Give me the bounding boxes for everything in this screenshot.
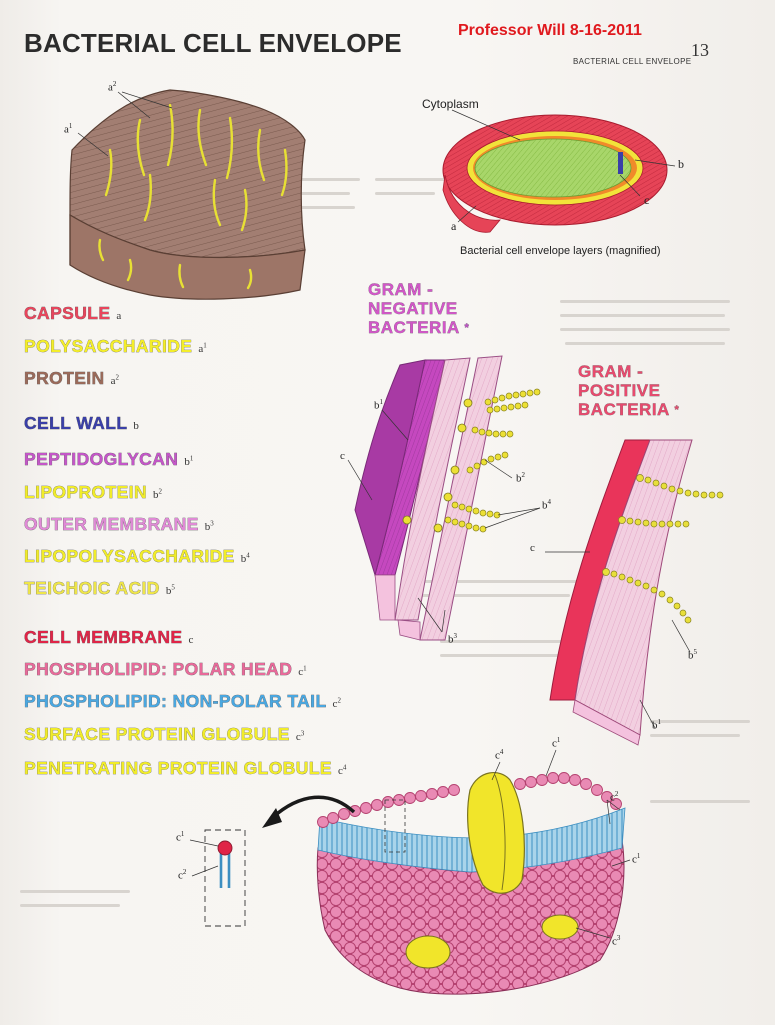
key-letter: b5 <box>165 583 175 597</box>
gram-negative-layers-figure <box>347 355 541 641</box>
key-cell-membrane: CELL MEMBRANE c <box>24 627 194 648</box>
lps-chain-2 <box>471 426 514 438</box>
mem-label-c1b: c1 <box>632 852 641 866</box>
running-head: BACTERIAL CELL ENVELOPE <box>573 57 692 66</box>
page-title: BACTERIAL CELL ENVELOPE <box>24 28 402 58</box>
key-polar-head: PHOSPHOLIPID: POLAR HEAD c1 <box>24 659 307 680</box>
lps-chain-4 <box>444 501 501 533</box>
key-title: CELL WALL <box>24 413 128 434</box>
key-lipopolysaccharide: LIPOPOLYSACCHARIDE b4 <box>24 546 250 567</box>
key-letter: a1 <box>198 341 207 355</box>
gn-label-b1: b1 <box>374 398 383 412</box>
key-cell-wall: CELL WALL b <box>24 413 139 434</box>
teichoic-chain-1 <box>636 474 724 499</box>
key-peptidoglycan: PEPTIDOGLYCAN b1 <box>24 449 194 470</box>
key-letter: c <box>188 634 194 646</box>
key-penetrating-protein: PENETRATING PROTEIN GLOBULE c4 <box>24 758 347 779</box>
label-a1: a1 <box>64 122 73 136</box>
key-letter: c2 <box>332 696 341 710</box>
key-teichoic-acid: TEICHOIC ACID b5 <box>24 578 175 599</box>
gn-label-c: c <box>340 450 345 462</box>
page-number: 13 <box>691 40 709 60</box>
key-title: TEICHOIC ACID <box>24 578 160 599</box>
mem-label-c2: c2 <box>610 790 619 804</box>
inset-label-c1: c1 <box>176 830 185 844</box>
gram-positive-layers-figure <box>545 439 724 746</box>
key-title: LIPOPOLYSACCHARIDE <box>24 546 235 567</box>
key-title: PENETRATING PROTEIN GLOBULE <box>24 758 332 779</box>
key-title: LIPOPROTEIN <box>24 482 148 503</box>
key-letter: a <box>116 310 122 322</box>
gn-label-b4: b4 <box>542 498 551 512</box>
key-title: PROTEIN <box>24 368 105 389</box>
bacterial-cell-figure <box>442 109 676 233</box>
teichoic-chain-2 <box>618 516 690 528</box>
key-title: OUTER MEMBRANE <box>24 514 199 535</box>
key-letter: a2 <box>110 373 119 387</box>
key-outer-membrane: OUTER MEMBRANE b3 <box>24 514 214 535</box>
gn-label-b2: b2 <box>516 471 525 485</box>
gn-label-b3: b3 <box>448 632 457 646</box>
key-surface-protein: SURFACE PROTEIN GLOBULE c3 <box>24 724 305 745</box>
key-title: PEPTIDOGLYCAN <box>24 449 179 470</box>
mem-label-c3: c3 <box>612 934 621 948</box>
gp-label-c: c <box>530 542 535 554</box>
key-title: PHOSPHOLIPID: NON-POLAR TAIL <box>24 691 327 712</box>
key-letter: c3 <box>295 729 305 743</box>
lps-chain-1 <box>484 388 541 414</box>
key-polysaccharide: POLYSACCHARIDE a1 <box>24 336 207 357</box>
key-letter: c4 <box>337 763 347 777</box>
cell-label-a: a <box>451 219 457 233</box>
gp-label-b5: b5 <box>688 648 697 662</box>
key-title: CELL MEMBRANE <box>24 627 183 648</box>
cell-membrane-figure <box>262 749 631 995</box>
key-title: CAPSULE <box>24 303 111 324</box>
key-title: POLYSACCHARIDE <box>24 336 193 357</box>
key-nonpolar-tail: PHOSPHOLIPID: NON-POLAR TAIL c2 <box>24 691 341 712</box>
key-letter: b2 <box>153 487 163 501</box>
key-letter: b <box>133 420 139 432</box>
gram-negative-heading: GRAM - NEGATIVE BACTERIA * <box>368 280 470 337</box>
teichoic-chain-3 <box>602 568 692 624</box>
gp-label-b1: b1 <box>652 718 661 732</box>
key-letter: b4 <box>240 551 250 565</box>
lps-chain-3 <box>466 451 509 474</box>
mem-label-c1: c1 <box>552 736 561 750</box>
key-letter: b3 <box>204 519 214 533</box>
key-capsule: CAPSULE a <box>24 303 122 324</box>
phospholipid-inset <box>189 829 246 927</box>
key-letter: b1 <box>184 454 194 468</box>
author-stamp: Professor Will 8-16-2011 <box>458 22 642 39</box>
key-lipoprotein: LIPOPROTEIN b2 <box>24 482 162 503</box>
inset-label-c2: c2 <box>178 868 187 882</box>
label-a2: a2 <box>108 80 117 94</box>
capsule-block-figure <box>69 89 306 300</box>
key-title: PHOSPHOLIPID: POLAR HEAD <box>24 659 293 680</box>
cell-label-c: c <box>644 193 650 207</box>
key-letter: c1 <box>298 664 307 678</box>
gram-positive-heading: GRAM - POSITIVE BACTERIA * <box>578 362 680 419</box>
penetrating-protein-globule <box>467 772 525 894</box>
cell-caption: Bacterial cell envelope layers (magnifie… <box>460 245 661 257</box>
key-title: SURFACE PROTEIN GLOBULE <box>24 724 290 745</box>
mem-label-c4: c4 <box>495 748 504 762</box>
key-protein: PROTEIN a2 <box>24 368 119 389</box>
cytoplasm-label: Cytoplasm <box>422 97 479 111</box>
cell-label-b: b <box>678 157 684 171</box>
